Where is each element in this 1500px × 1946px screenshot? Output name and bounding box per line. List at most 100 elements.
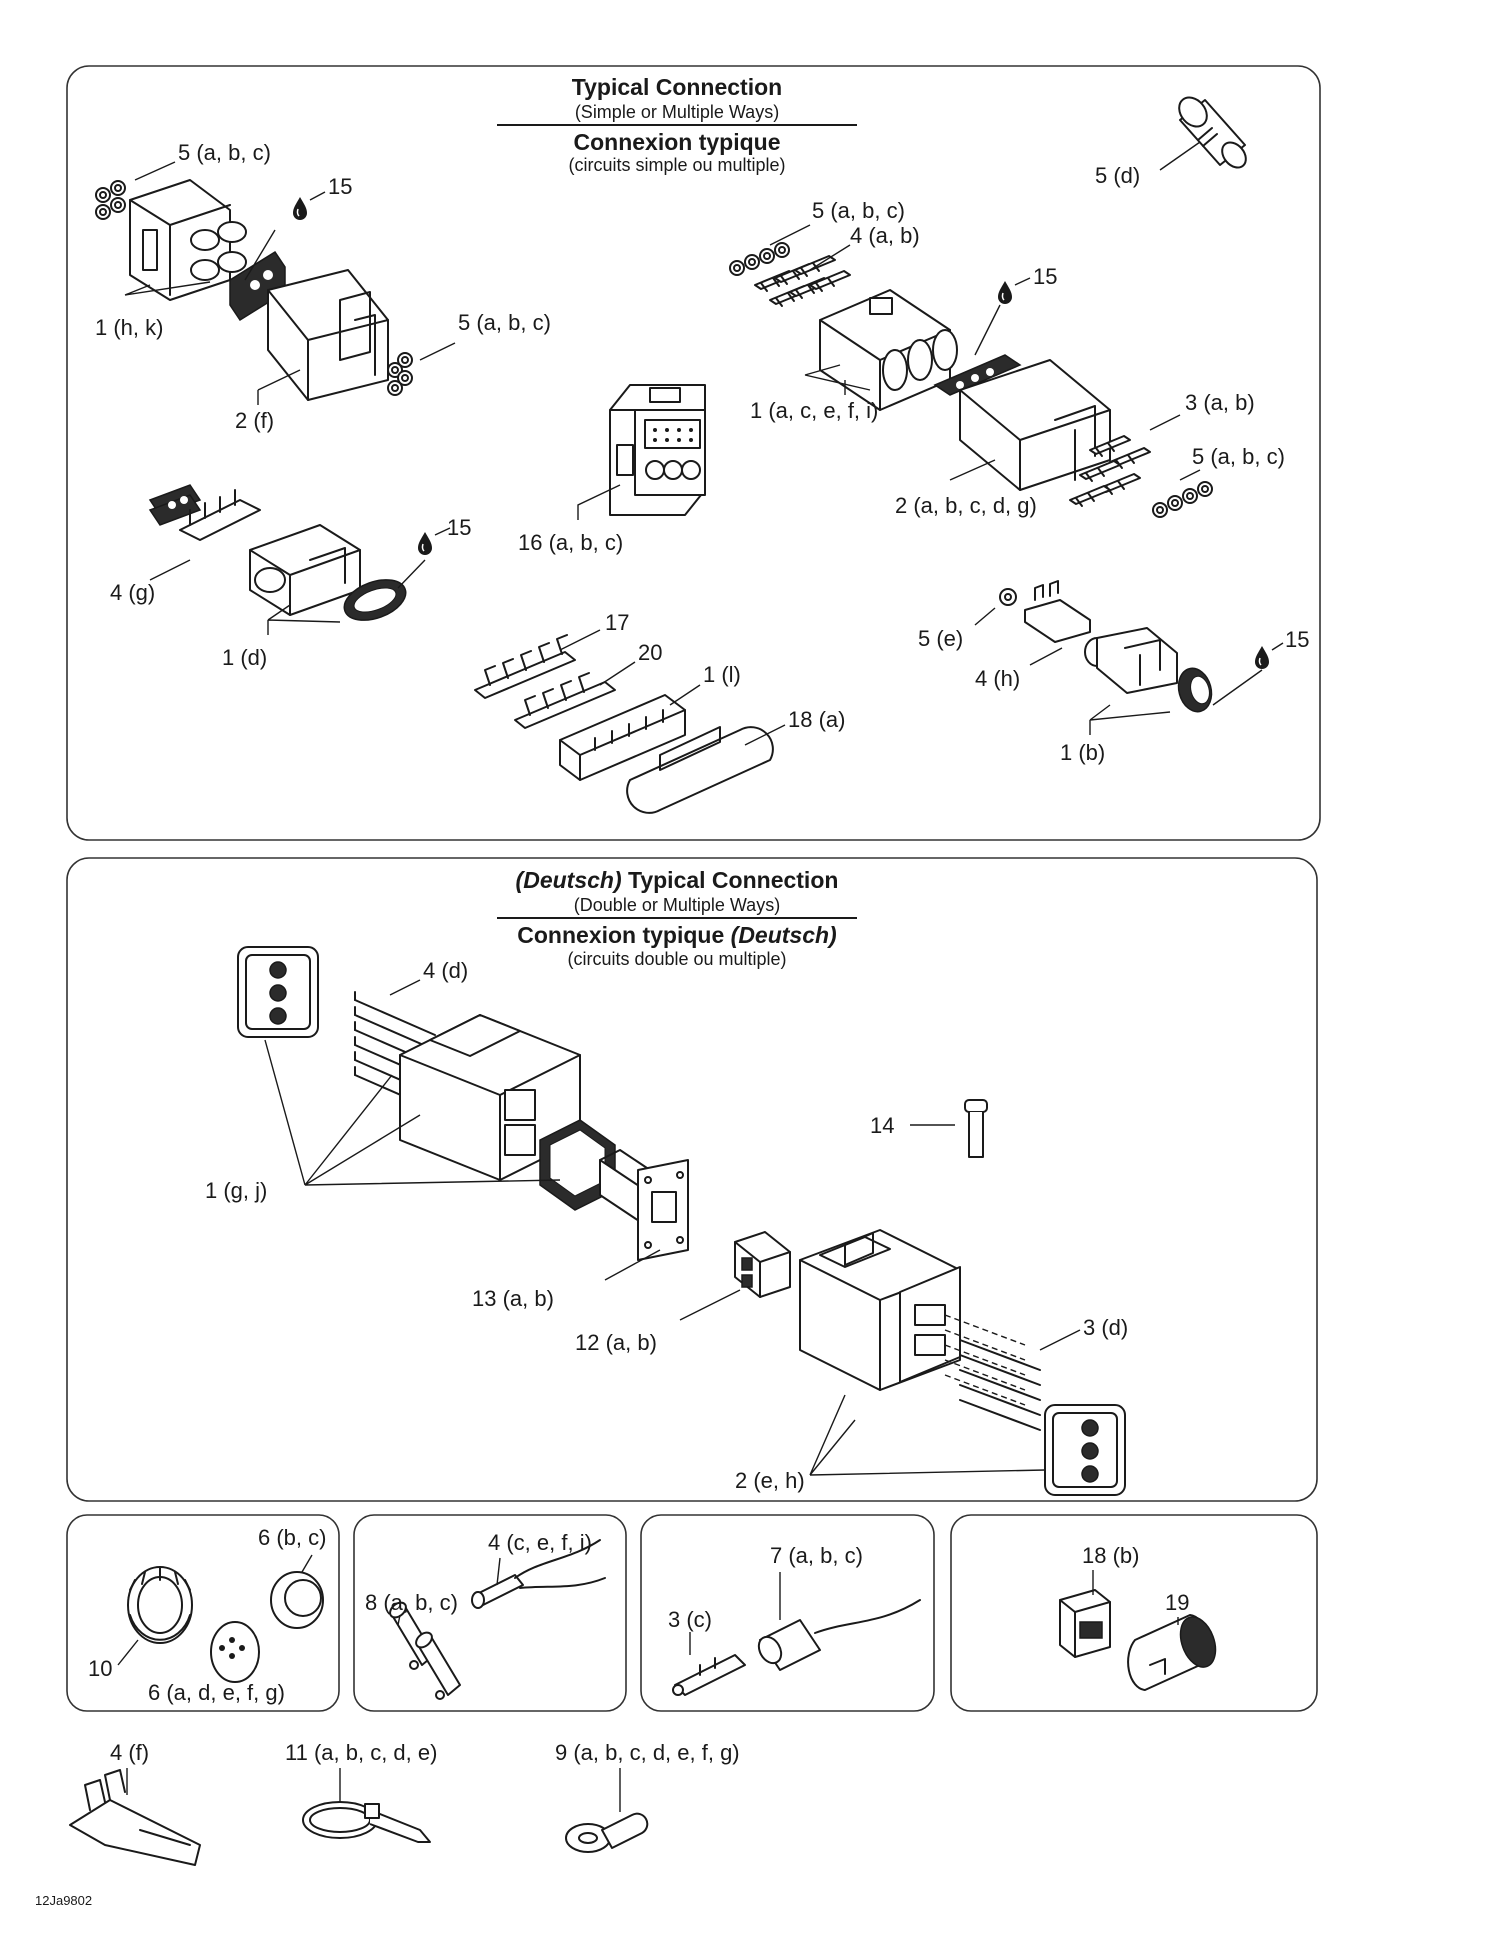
callout-4ab: 4 (a, b) (850, 223, 920, 248)
leader-1d (267, 604, 341, 635)
callout-4f: 4 (f) (110, 1740, 149, 1765)
leader-6bc (301, 1554, 313, 1573)
housing-1d (249, 524, 361, 616)
housing-1gj (399, 1014, 581, 1181)
callout-2abcdg: 2 (a, b, c, d, g) (895, 493, 1037, 518)
leader-2abcdg (949, 459, 996, 481)
nut-10 (127, 1566, 193, 1644)
callout-5abc-c: 5 (a, b, c) (812, 198, 905, 223)
callout-7abc: 7 (a, b, c) (770, 1543, 863, 1568)
leader-1hk (124, 281, 211, 296)
leader-5abc-a (134, 161, 176, 181)
leader-5abc-d (1179, 469, 1201, 481)
callout-15-d: 15 (1285, 627, 1309, 652)
callout-5abc-d: 5 (a, b, c) (1192, 444, 1285, 469)
callout-17: 17 (605, 610, 629, 635)
leader-10 (117, 1639, 139, 1666)
nuts-5abc-c (729, 242, 790, 276)
ring-terminal-9 (565, 1812, 649, 1853)
leader-1b (1089, 704, 1171, 735)
callout-2f: 2 (f) (235, 408, 274, 433)
housing-2abcdg (959, 359, 1111, 491)
callout-6adefg: 6 (a, d, e, f, g) (148, 1680, 285, 1705)
leader-1acefi (804, 364, 871, 395)
callout-1gj: 1 (g, j) (205, 1178, 267, 1203)
leader-3d (1039, 1329, 1081, 1351)
top-title-en: Typical Connection (572, 74, 782, 100)
nuts-5abc-d (1152, 481, 1213, 518)
seal-6adefg (210, 1621, 260, 1683)
callout-1hk: 1 (h, k) (95, 315, 163, 340)
leader-1l (669, 684, 701, 706)
leader-4cefi (496, 1557, 501, 1586)
top-subtitle-en: (Simple or Multiple Ways) (575, 102, 779, 122)
leader-15-c-2 (397, 559, 426, 589)
callout-15-a: 15 (328, 174, 352, 199)
leader-5abc-b (419, 342, 456, 361)
seal-5e (999, 588, 1017, 606)
callout-15-b: 15 (1033, 264, 1057, 289)
callout-1d: 1 (d) (222, 645, 267, 670)
leader-15-a (309, 191, 326, 201)
leader-5abc-c (769, 224, 811, 246)
receptacle-2eh (799, 1229, 961, 1391)
terminal-3c (672, 1654, 746, 1696)
seal-15-right (1177, 667, 1213, 713)
housing-16abc (609, 384, 706, 516)
terminals-4g (179, 489, 261, 541)
seal-6bc (270, 1571, 324, 1629)
panel-relay-connector (950, 1514, 1318, 1712)
callout-5d: 5 (d) (1095, 163, 1140, 188)
cover-18a (626, 726, 774, 814)
leader-15-b-2 (974, 304, 1001, 356)
oil-drop-icon (417, 531, 433, 556)
housing-1acefi (819, 289, 958, 411)
mid-title-fr-italic: (Deutsch) (731, 922, 837, 948)
leader-15-d-2 (1212, 669, 1263, 706)
leader-13ab (604, 1249, 661, 1281)
callout-8abc: 8 (a, b, c) (365, 1590, 458, 1615)
panel-terminal-sensor (640, 1514, 935, 1712)
callout-3d: 3 (d) (1083, 1315, 1128, 1340)
callout-13ab: 13 (a, b) (472, 1286, 554, 1311)
leader-15-c (434, 527, 451, 536)
terminal-strip-20 (514, 672, 616, 729)
pins-4d (354, 991, 436, 1111)
callout-20: 20 (638, 640, 662, 665)
leader-17 (559, 629, 601, 651)
fuses-8abc (389, 1601, 461, 1700)
callout-4h: 4 (h) (975, 666, 1020, 691)
callout-16abc: 16 (a, b, c) (518, 530, 623, 555)
callout-5abc-b: 5 (a, b, c) (458, 310, 551, 335)
sensor-7abc (757, 1599, 921, 1671)
leader-15-b (1014, 277, 1031, 286)
callout-2eh: 2 (e, h) (735, 1468, 805, 1493)
leader-12ab (679, 1289, 741, 1321)
top-subtitle-fr: (circuits simple ou multiple) (568, 155, 785, 175)
housing-2f (267, 269, 389, 401)
seal-15-top-right (933, 354, 1022, 396)
pins-3d (944, 1314, 1041, 1431)
callout-4g: 4 (g) (110, 580, 155, 605)
housing-1b (1084, 627, 1178, 694)
connector-1hk (95, 179, 247, 301)
terminal-strip-17 (474, 634, 576, 699)
oil-drop-icon (997, 280, 1013, 305)
mid-title-en: Typical Connection (628, 867, 838, 893)
callout-4d: 4 (d) (423, 958, 468, 983)
panel-typical-connection (66, 65, 1321, 841)
leader-3ab (1149, 414, 1181, 431)
mid-title-en-italic: (Deutsch) (516, 867, 622, 893)
leader-2f (257, 369, 301, 405)
panel-seals (66, 1514, 340, 1712)
panel-fuses (353, 1514, 627, 1712)
callout-14: 14 (870, 1113, 894, 1138)
leader-4d (389, 979, 421, 996)
leader-4g (149, 559, 191, 581)
cover-18b (1059, 1589, 1111, 1658)
housing-1l (559, 694, 686, 781)
nuts-5abc-b (387, 352, 413, 396)
callout-5e: 5 (e) (918, 626, 963, 651)
